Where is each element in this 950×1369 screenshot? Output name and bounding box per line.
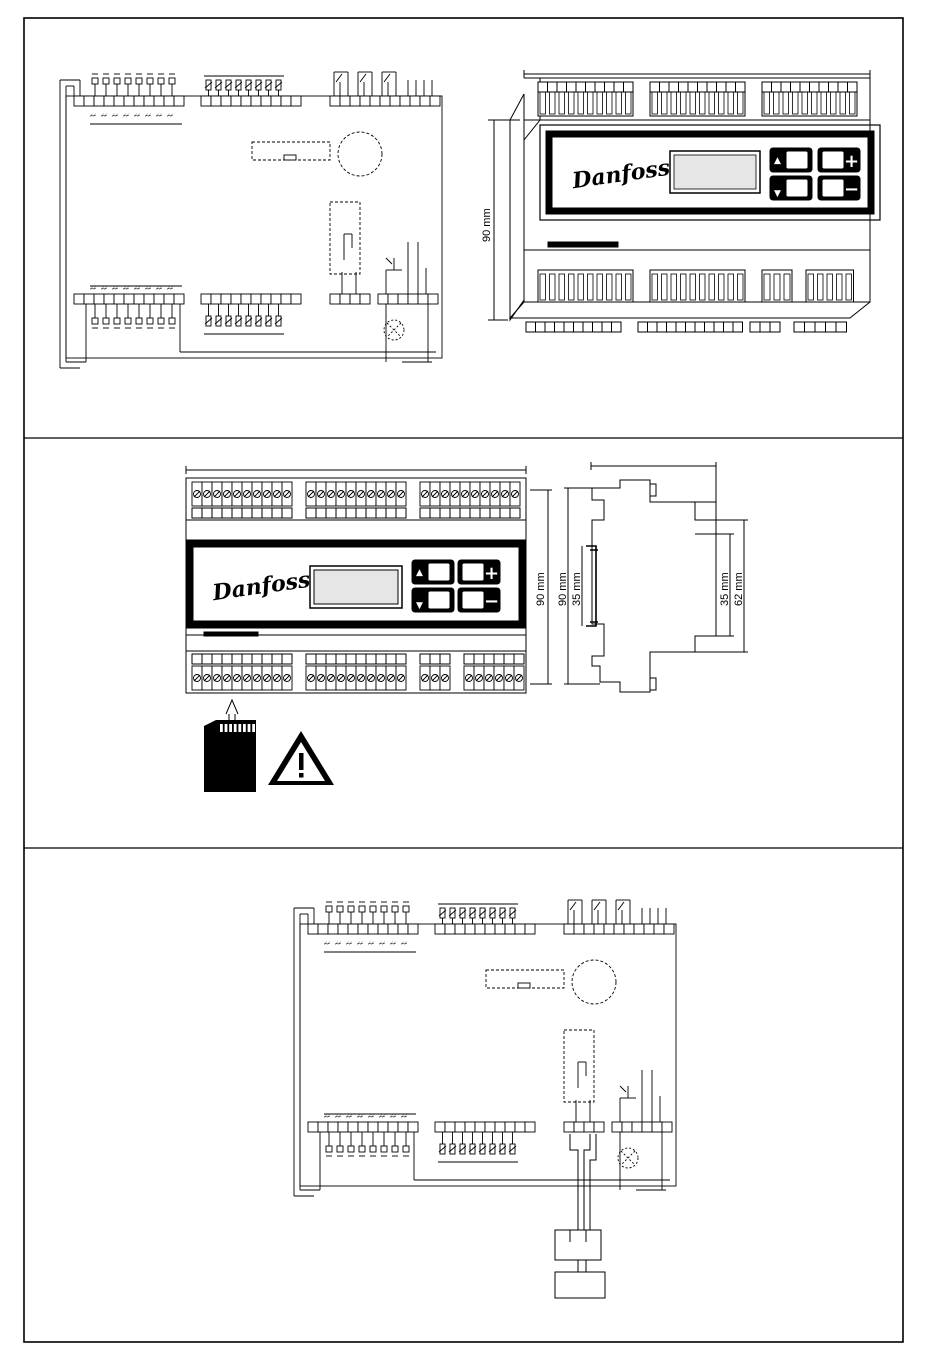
svg-text:⌿⌿: ⌿⌿: [346, 1114, 352, 1120]
memory-card-icon: [204, 720, 256, 792]
external-module: [555, 1134, 605, 1298]
controller-perspective-view: [488, 70, 880, 332]
svg-text:⌿⌿: ⌿⌿: [346, 941, 352, 947]
svg-text:⌿⌿: ⌿⌿: [390, 1114, 396, 1120]
svg-text:⌿⌿: ⌿⌿: [379, 1114, 385, 1120]
svg-text:⌿⌿: ⌿⌿: [90, 113, 96, 119]
svg-text:⌿⌿: ⌿⌿: [368, 1114, 374, 1120]
svg-text:⌿⌿: ⌿⌿: [167, 286, 173, 292]
svg-text:⌿⌿: ⌿⌿: [156, 286, 162, 292]
svg-text:⌿⌿: ⌿⌿: [123, 286, 129, 292]
svg-text:⌿⌿: ⌿⌿: [357, 941, 363, 947]
svg-text:⌿⌿: ⌿⌿: [335, 941, 341, 947]
svg-text:⌿⌿: ⌿⌿: [134, 113, 140, 119]
key-plus-2: +: [484, 563, 499, 584]
warning-triangle-icon: [268, 731, 334, 785]
key-down-2: ▼: [416, 601, 423, 611]
wiring-diagram-bottom: ⌿⌿ ⌿⌿ ⌿⌿ ⌿⌿ ⌿⌿ ⌿⌿ ⌿⌿ ⌿⌿ ⌿⌿ ⌿⌿ ⌿⌿ ⌿⌿ ⌿⌿ ⌿⌿ ⌿⌿ ⌿⌿: [294, 900, 676, 1196]
dimension-rail-label-1: 35 mm: [571, 572, 583, 606]
svg-text:⌿⌿: ⌿⌿: [401, 1114, 407, 1120]
wiring-diagram-top: ⌿⌿ ⌿⌿ ⌿⌿ ⌿⌿ ⌿⌿ ⌿⌿ ⌿⌿ ⌿⌿ ⌿⌿ ⌿⌿ ⌿⌿ ⌿⌿ ⌿⌿ ⌿⌿ ⌿⌿ ⌿⌿: [60, 72, 442, 368]
dimension-height-label-3: 90 mm: [557, 572, 569, 606]
svg-text:⌿⌿: ⌿⌿: [112, 286, 118, 292]
svg-text:⌿⌿: ⌿⌿: [101, 286, 107, 292]
dimension-depth-label: 62 mm: [733, 572, 745, 606]
svg-text:⌿⌿: ⌿⌿: [123, 113, 129, 119]
svg-text:⌿⌿: ⌿⌿: [368, 941, 374, 947]
svg-text:⌿⌿: ⌿⌿: [324, 1114, 330, 1120]
svg-text:⌿⌿: ⌿⌿: [145, 286, 151, 292]
svg-text:⌿⌿: ⌿⌿: [112, 113, 118, 119]
svg-text:⌿⌿: ⌿⌿: [145, 113, 151, 119]
dimension-rail-label-2: 35 mm: [719, 572, 731, 606]
key-down-1: ▼: [774, 189, 781, 199]
svg-text:⌿⌿: ⌿⌿: [101, 113, 107, 119]
svg-text:⌿⌿: ⌿⌿: [357, 1114, 363, 1120]
svg-text:⌿⌿: ⌿⌿: [167, 113, 173, 119]
svg-text:⌿⌿: ⌿⌿: [324, 941, 330, 947]
svg-text:⌿⌿: ⌿⌿: [379, 941, 385, 947]
svg-text:⌿⌿: ⌿⌿: [134, 286, 140, 292]
key-minus-1: −: [844, 179, 859, 200]
key-up-2: ▲: [416, 568, 423, 578]
svg-text:⌿⌿: ⌿⌿: [390, 941, 396, 947]
key-plus-1: +: [844, 151, 859, 172]
svg-text:⌿⌿: ⌿⌿: [401, 941, 407, 947]
key-up-1: ▲: [774, 156, 781, 166]
svg-text:⌿⌿: ⌿⌿: [156, 113, 162, 119]
dimension-height-label-2: 90 mm: [535, 572, 547, 606]
key-minus-2: −: [484, 591, 499, 612]
sheet-border: [24, 18, 903, 1342]
svg-text:⌿⌿: ⌿⌿: [335, 1114, 341, 1120]
svg-text:⌿⌿: ⌿⌿: [90, 286, 96, 292]
dimension-height-label-1: 90 mm: [481, 208, 493, 242]
